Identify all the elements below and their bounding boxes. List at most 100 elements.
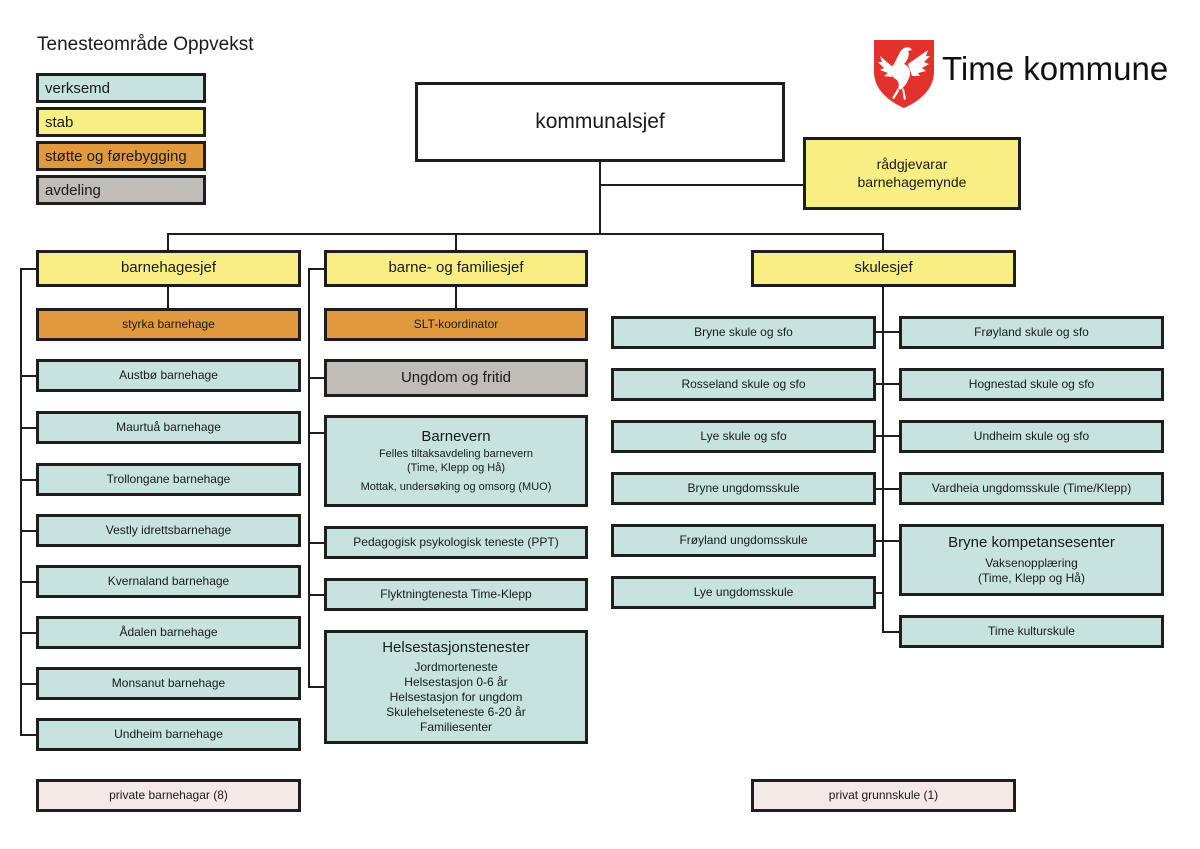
advisor-line1: rådgjevarar (876, 156, 948, 172)
connector-line (20, 375, 38, 377)
connector-line (308, 268, 310, 688)
connector-line (167, 233, 884, 235)
connector-line (167, 286, 169, 309)
helse-line: Helsestasjon 0-6 år (404, 675, 508, 690)
connector-line (874, 331, 901, 333)
helse-line: Skulehelseteneste 6-20 år (386, 705, 526, 720)
slt-koordinator-box: SLT-koordinator (324, 308, 588, 341)
unit-box: Austbø barnehage (36, 359, 301, 392)
kompetansesenter-box: Bryne kompetansesenter Vaksenopplæring (… (899, 524, 1164, 596)
legend-item-stab: stab (36, 107, 206, 137)
connector-line (882, 233, 884, 251)
connector-line (308, 268, 326, 270)
privat-grunnskule-box: privat grunnskule (1) (751, 779, 1016, 812)
connector-line (20, 427, 38, 429)
kommunalsjef-box: kommunalsjef (415, 82, 785, 162)
styrka-barnehage-box: styrka barnehage (36, 308, 301, 341)
legend-item-stotte: støtte og førebygging (36, 141, 206, 171)
connector-line (308, 377, 326, 379)
connector-line (20, 268, 22, 735)
connector-line (167, 233, 169, 251)
kompetansesenter-title: Bryne kompetansesenter (948, 534, 1115, 552)
barnevern-line: Felles tiltaksavdeling barnevern (378, 448, 534, 461)
advisor-line2: barnehagemynde (857, 173, 967, 190)
connector-line (20, 734, 38, 736)
familiesjef-label: barne- og familiesjef (388, 259, 524, 277)
school-label: Rosseland skule og sfo (681, 377, 806, 391)
flyktning-label: Flyktningtenesta Time-Klepp (380, 587, 532, 601)
connector-line (20, 581, 38, 583)
unit-box: Kvernaland barnehage (36, 565, 301, 598)
unit-label: Vestly idrettsbarnehage (105, 523, 232, 537)
coat-of-arms-bird-icon (872, 38, 936, 110)
page-title: Tenesteområde Oppvekst (37, 34, 254, 55)
unit-label: Monsanut barnehage (111, 676, 226, 690)
connector-line (308, 432, 326, 434)
legend-item-avdeling: avdeling (36, 175, 206, 205)
school-label: Undheim skule og sfo (973, 429, 1090, 443)
school-box: Hognestad skule og sfo (899, 368, 1164, 401)
skulesjef-label: skulesjef (854, 259, 913, 277)
flyktning-box: Flyktningtenesta Time-Klepp (324, 578, 588, 611)
connector-line (455, 233, 457, 251)
helse-title: Helsestasjonstenester (382, 638, 530, 656)
private-barnehagar-label: private barnehagar (8) (109, 788, 228, 802)
advisor-box: rådgjevarar barnehagemynde (803, 137, 1021, 210)
school-label: Bryne skule og sfo (694, 325, 793, 339)
helse-box: Helsestasjonstenester Jordmorteneste Hel… (324, 630, 588, 744)
barnehagesjef-label: barnehagesjef (120, 259, 217, 277)
kommunalsjef-label: kommunalsjef (535, 109, 665, 133)
unit-box: Undheim barnehage (36, 718, 301, 751)
unit-box: Trollongane barnehage (36, 463, 301, 496)
unit-label: Kvernaland barnehage (107, 574, 230, 588)
helse-line: Helsestasjon for ungdom (389, 690, 523, 705)
ppt-label: Pedagogisk psykologisk teneste (PPT) (353, 535, 559, 549)
styrka-barnehage-label: styrka barnehage (122, 317, 215, 331)
private-barnehagar-box: private barnehagar (8) (36, 779, 301, 812)
school-label: Frøyland skule og sfo (974, 325, 1089, 339)
barnevern-box: Barnevern Felles tiltaksavdeling barneve… (324, 415, 588, 507)
school-box: Bryne ungdomsskule (611, 472, 876, 505)
school-box: Lye skule og sfo (611, 420, 876, 453)
barnehagesjef-box: barnehagesjef (36, 250, 301, 287)
connector-line (599, 184, 805, 186)
unit-box: Monsanut barnehage (36, 667, 301, 700)
connector-line (20, 632, 38, 634)
helse-line: Jordmorteneste (414, 660, 498, 675)
ungdom-fritid-box: Ungdom og fritid (324, 359, 588, 397)
barnevern-line: Mottak, undersøking og omsorg (MUO) (360, 480, 552, 493)
ppt-box: Pedagogisk psykologisk teneste (PPT) (324, 526, 588, 559)
logo-text: Time kommune (942, 50, 1169, 87)
barnevern-line: (Time, Klepp og Hå) (406, 462, 506, 474)
school-box: Rosseland skule og sfo (611, 368, 876, 401)
unit-label: Ådalen barnehage (119, 625, 218, 639)
kulturskule-label: Time kulturskule (988, 624, 1075, 638)
school-box: Lye ungdomsskule (611, 576, 876, 609)
unit-label: Undheim barnehage (114, 727, 223, 741)
school-box: Bryne skule og sfo (611, 316, 876, 349)
connector-line (874, 383, 901, 385)
connector-line (874, 540, 901, 542)
legend-item-verksemd: verksemd (36, 73, 206, 103)
school-label: Bryne ungdomsskule (687, 481, 800, 495)
connector-line (20, 683, 38, 685)
connector-line (308, 542, 326, 544)
school-box: Undheim skule og sfo (899, 420, 1164, 453)
privat-grunnskule-label: privat grunnskule (1) (828, 788, 939, 802)
school-box: Frøyland ungdomsskule (611, 524, 876, 557)
school-label: Vardheia ungdomsskule (Time/Klepp) (931, 481, 1132, 495)
school-box: Vardheia ungdomsskule (Time/Klepp) (899, 472, 1164, 505)
slt-koordinator-label: SLT-koordinator (413, 317, 499, 331)
unit-box: Maurtuå barnehage (36, 411, 301, 444)
kompetansesenter-line: Vaksenopplæring (985, 555, 1078, 570)
connector-line (882, 631, 901, 633)
school-label: Frøyland ungdomsskule (679, 533, 808, 547)
school-label: Hognestad skule og sfo (968, 377, 1095, 391)
ungdom-fritid-label: Ungdom og fritid (400, 368, 512, 386)
unit-box: Ådalen barnehage (36, 616, 301, 649)
skulesjef-box: skulesjef (751, 250, 1016, 287)
unit-label: Maurtuå barnehage (116, 420, 221, 434)
connector-line (20, 479, 38, 481)
familiesjef-box: barne- og familiesjef (324, 250, 588, 287)
connector-line (20, 530, 38, 532)
